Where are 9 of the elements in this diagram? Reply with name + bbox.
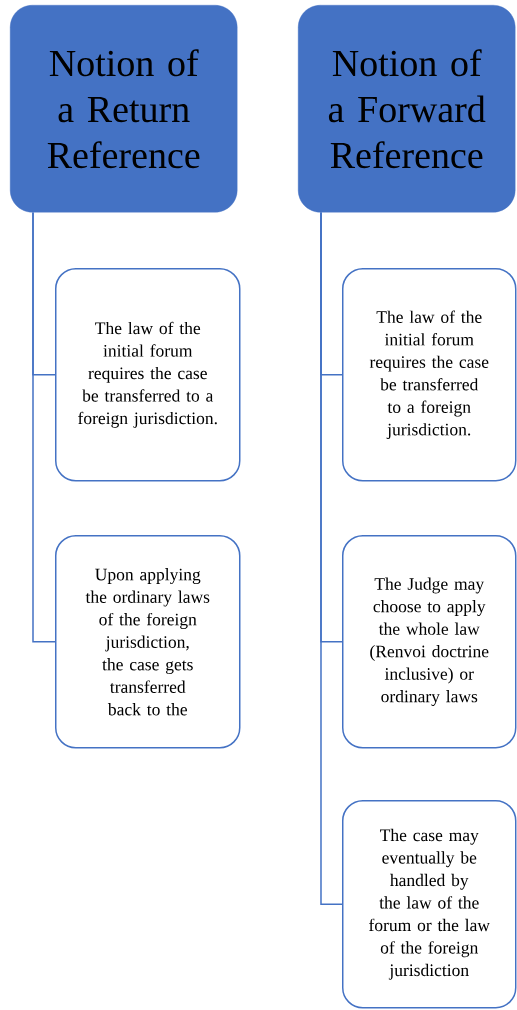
text-box: The Judge may choose to apply the whole law (Renvoi doctrine inclusive) or ordinary laws: [342, 535, 517, 749]
connector-line: [32, 211, 56, 643]
text-box: Upon applying the ordinary laws of the foreign jurisdiction, the case gets transferred back to the: [55, 535, 241, 749]
heading-box: Notion of a Forward Reference: [298, 5, 516, 213]
text-box: The law of the initial forum requires the case be transferred to a foreign jurisdiction.: [55, 268, 241, 482]
connector-line: [320, 211, 343, 905]
heading-box: Notion of a Return Reference: [10, 5, 238, 213]
text-box: The law of the initial forum requires the case be transferred to a foreign jurisdiction.: [342, 268, 517, 482]
text-box: The case may eventually be handled by the law of the forum or the law of the foreign jurisdiction: [342, 800, 517, 1009]
